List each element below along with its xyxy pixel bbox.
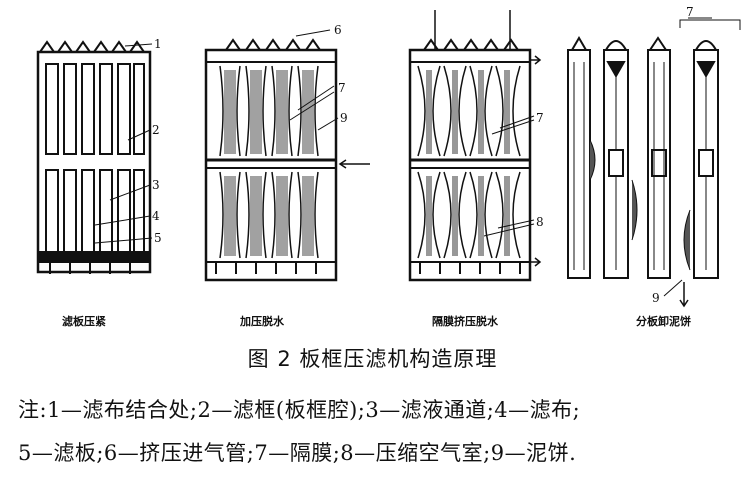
callout-3: 3	[152, 178, 160, 192]
filter-press-diagram: 1 2 3 4 5 6 7 9 7 8 7 9	[36, 5, 741, 308]
caption-pressure-dewatering: 加压脱水	[240, 315, 284, 328]
callout-1: 1	[154, 37, 162, 51]
caption-diaphragm-squeeze: 隔膜挤压脱水	[432, 315, 498, 328]
callout-9b: 9	[652, 291, 660, 305]
callout-2: 2	[152, 123, 160, 137]
callout-7a: 7	[338, 81, 346, 95]
callout-5: 5	[154, 231, 162, 245]
caption-plate-clamping: 滤板压紧	[62, 315, 106, 328]
callout-7b: 7	[536, 111, 544, 125]
panel-pressure-dewatering	[204, 29, 370, 282]
callout-9a: 9	[340, 111, 348, 125]
figure-title: 图 2 板框压滤机构造原理	[247, 347, 498, 371]
callout-8: 8	[536, 215, 544, 229]
panel-plate-separation	[567, 17, 741, 308]
callout-6: 6	[334, 23, 342, 37]
callout-labels: 1 2 3 4 5 6 7 9 7 8 7 9	[152, 5, 694, 305]
panel-diaphragm-squeeze	[408, 10, 542, 282]
panel-plate-clamping	[36, 40, 153, 274]
notes-line-2: 5—滤板;6—挤压进气管;7—隔膜;8—压缩空气室;9—泥饼.	[18, 441, 577, 465]
callout-4: 4	[152, 209, 160, 223]
caption-plate-separation: 分板卸泥饼	[636, 315, 691, 328]
notes-line-1: 注:1—滤布结合处;2—滤框(板框腔);3—滤液通道;4—滤布;	[18, 398, 581, 422]
callout-7c: 7	[686, 5, 694, 19]
